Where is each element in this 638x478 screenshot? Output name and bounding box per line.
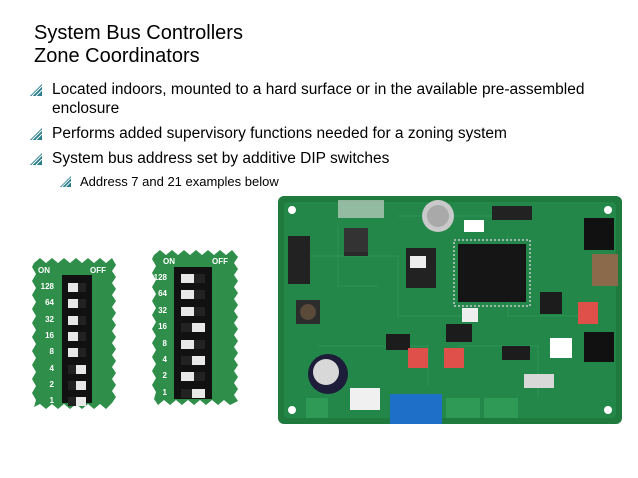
dip-switch-knob — [77, 331, 86, 341]
dip-switch-slot[interactable] — [181, 388, 205, 398]
dip-switch-knob — [181, 356, 192, 365]
dip-switch-slot[interactable] — [181, 372, 205, 382]
dip-switch-slot[interactable] — [181, 339, 205, 349]
dip-switch-slot[interactable] — [181, 274, 205, 283]
dip-value-label: 32 — [158, 305, 167, 315]
bullet-icon — [30, 128, 42, 140]
dip-switch-slot[interactable] — [68, 364, 86, 374]
bullet-icon — [60, 176, 71, 187]
dip-off-label: OFF — [212, 257, 228, 266]
dip-switch-slot[interactable] — [68, 283, 86, 292]
dip-value-label: 16 — [158, 322, 167, 332]
dip-switch-slot[interactable] — [68, 299, 86, 309]
dip-on-label: ON — [38, 266, 50, 275]
dip-switch-knob — [181, 388, 192, 398]
dip-switch-knob — [194, 306, 205, 316]
dip-switch-address-7: ON OFF 128 64 32 16 8 4 2 1 — [30, 255, 120, 413]
dip-switch-slot[interactable] — [181, 323, 205, 333]
dip-value-label: 8 — [49, 347, 54, 357]
dip-switch-slot[interactable] — [68, 315, 86, 325]
dip-value-label: 4 — [49, 363, 54, 373]
dip-switch-knob — [68, 380, 77, 390]
dip-switch-slot[interactable] — [181, 290, 205, 300]
dip-value-label: 8 — [162, 338, 167, 348]
dip-value-label: 128 — [40, 282, 54, 291]
title-line-2: Zone Coordinators — [34, 45, 200, 67]
dip-switch-slot[interactable] — [68, 397, 86, 407]
bullet-list: Located indoors, mounted to a hard surfa… — [30, 80, 620, 190]
dip-value-label: 16 — [45, 330, 54, 340]
dip-value-label: 1 — [162, 387, 167, 397]
dip-switch-knob — [194, 372, 205, 382]
bullet-item-3: System bus address set by additive DIP s… — [30, 149, 620, 168]
dip-off-label: OFF — [90, 266, 106, 275]
dip-switch-knob — [77, 283, 86, 292]
title-line-1: System Bus Controllers — [34, 22, 243, 44]
dip-switch-address-21: ON OFF 128 64 32 16 8 4 2 1 — [150, 247, 242, 409]
dip-switch-knob — [77, 299, 86, 309]
dip-on-label: ON — [163, 257, 175, 266]
dip-switch-slot[interactable] — [68, 348, 86, 358]
dip-switch-knob — [68, 397, 77, 407]
bullet-icon — [30, 84, 42, 96]
dip-switch-knob — [181, 323, 192, 333]
dip-switch-knob — [194, 274, 205, 283]
dip-switch-slot[interactable] — [181, 306, 205, 316]
dip-switch-slot[interactable] — [68, 331, 86, 341]
dip-value-label: 4 — [162, 355, 167, 364]
dip-value-label: 128 — [153, 273, 167, 282]
controller-board-photo — [278, 196, 622, 424]
bullet-icon — [30, 153, 42, 165]
slide-title: System Bus Controllers Zone Coordinators — [34, 22, 243, 68]
dip-switch-knob — [77, 315, 86, 325]
dip-switch-slot[interactable] — [181, 356, 205, 365]
sub-bullet-item: Address 7 and 21 examples below — [60, 174, 620, 190]
dip-value-label: 64 — [45, 298, 54, 308]
dip-value-label: 2 — [49, 379, 54, 389]
bullet-item-2: Performs added supervisory functions nee… — [30, 124, 620, 143]
dip-value-label: 2 — [162, 371, 167, 381]
dip-value-label: 32 — [45, 314, 54, 324]
dip-switch-knob — [77, 348, 86, 358]
dip-switch-knob — [68, 364, 77, 374]
dip-value-label: 64 — [158, 289, 167, 299]
dip-switch-knob — [194, 339, 205, 349]
dip-switch-knob — [194, 290, 205, 300]
bullet-item-1: Located indoors, mounted to a hard surfa… — [30, 80, 620, 118]
dip-switch-slot[interactable] — [68, 380, 86, 390]
dip-value-label: 1 — [49, 396, 54, 406]
